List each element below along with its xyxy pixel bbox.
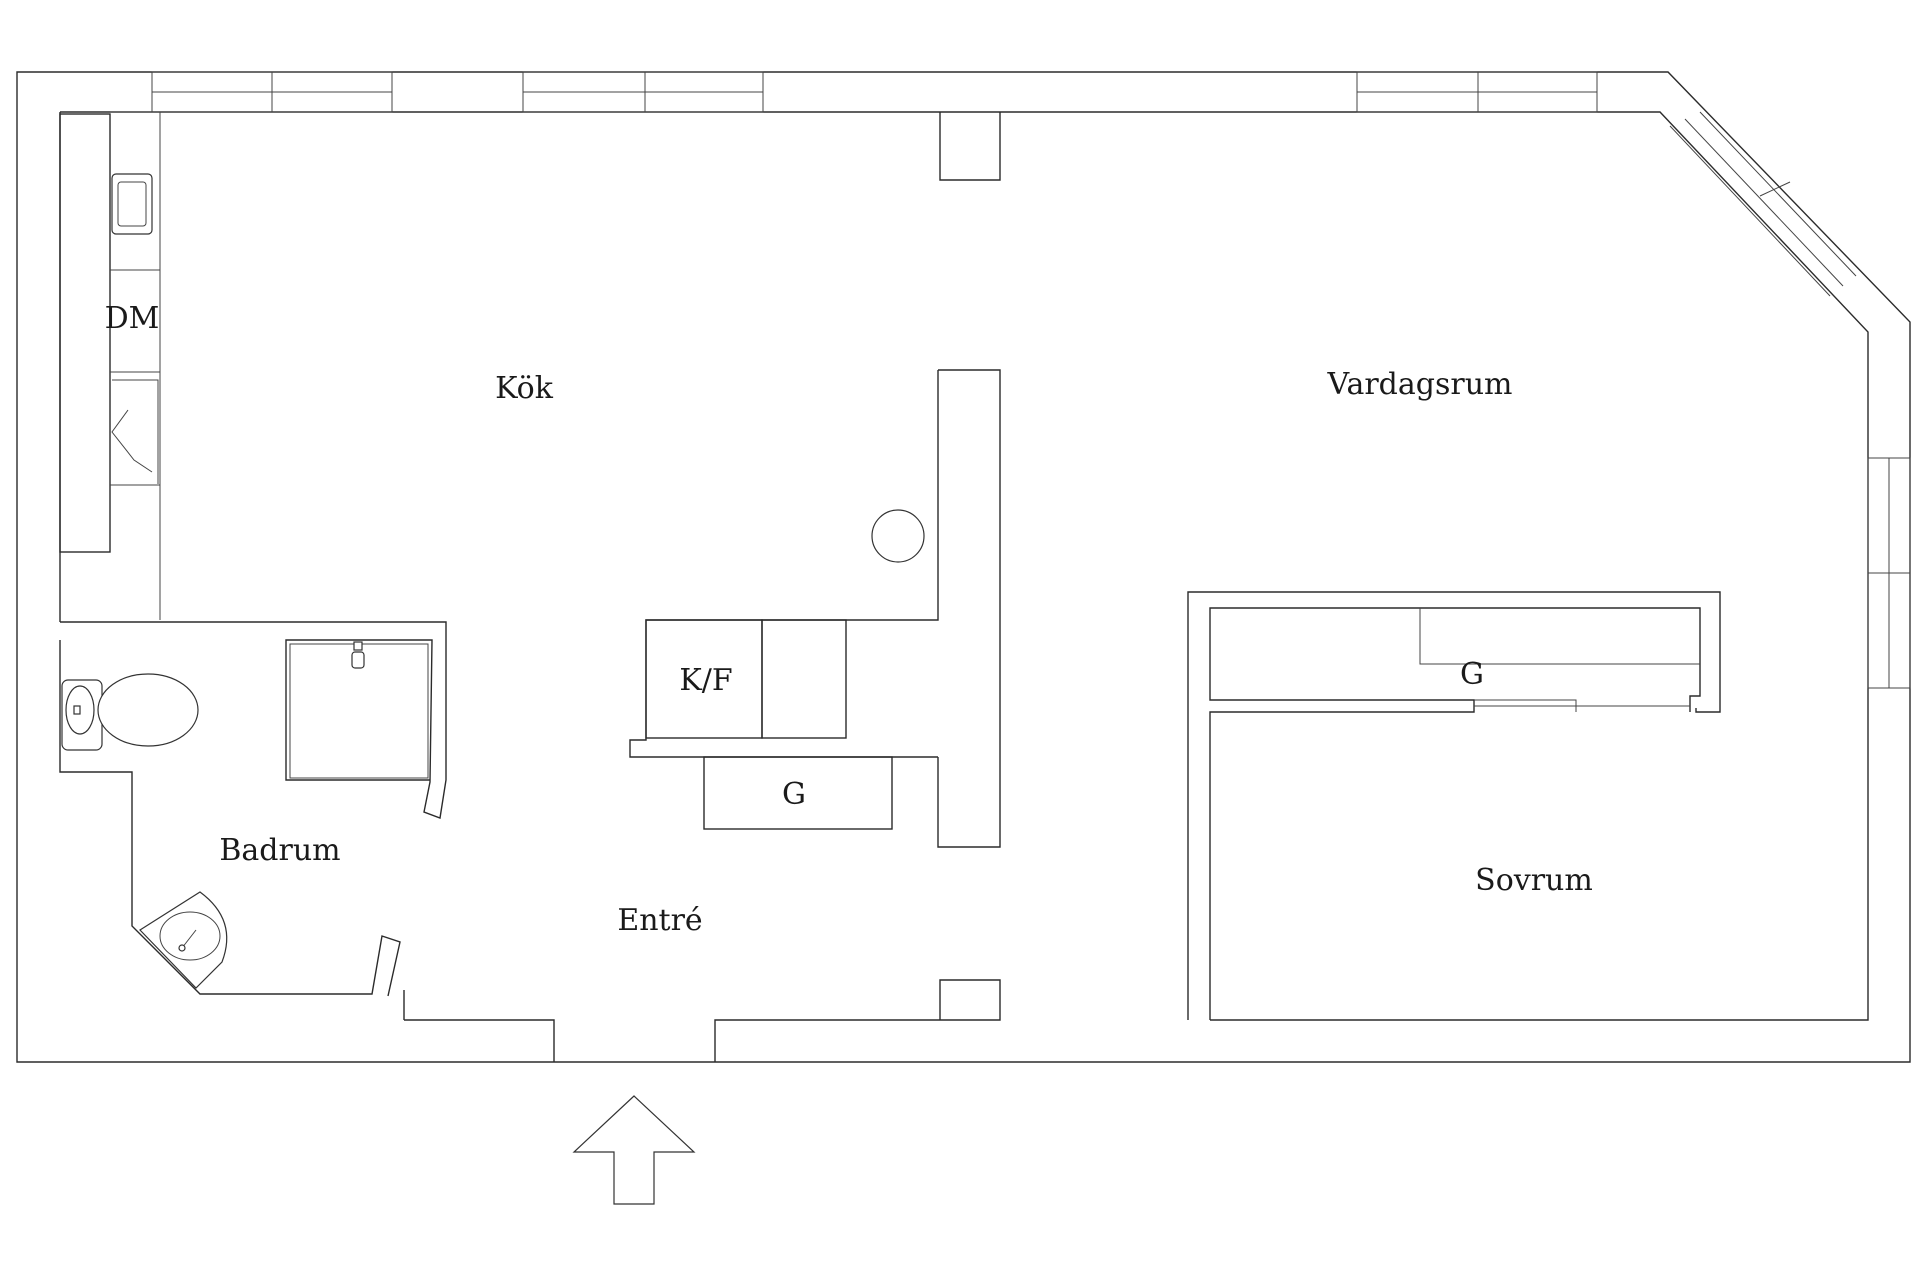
- bathroom-walls: [59, 621, 447, 997]
- entrance-arrow-icon: [572, 1095, 696, 1205]
- window-diagonal: [1669, 111, 1857, 297]
- shower: [289, 641, 429, 779]
- window-right: [1867, 457, 1911, 689]
- room-label-vardagsrum: Vardagsrum: [1327, 367, 1513, 402]
- hall-closet-label: G: [782, 777, 806, 812]
- bathroom-sink: [139, 891, 228, 989]
- room-label-entre: Entré: [617, 903, 702, 938]
- round-table: [871, 509, 925, 563]
- hall-closet: [703, 756, 893, 830]
- dishwasher-label: DM: [105, 301, 160, 336]
- kitchen-column: [939, 112, 1001, 181]
- fridge-freezer-label: K/F: [679, 663, 732, 698]
- windows-top: [151, 71, 1598, 113]
- kitchen-counter: [59, 111, 161, 620]
- central-wall: [629, 369, 1001, 848]
- bedroom-walls: [1187, 591, 1721, 1020]
- room-label-kok: Kök: [495, 371, 554, 406]
- bedroom-closet-label: G: [1460, 657, 1484, 692]
- room-label-badrum: Badrum: [219, 833, 340, 868]
- toilet: [61, 673, 199, 751]
- room-label-sovrum: Sovrum: [1475, 863, 1593, 898]
- outer-wall: [16, 71, 1911, 1063]
- fridge-freezer: [645, 619, 847, 739]
